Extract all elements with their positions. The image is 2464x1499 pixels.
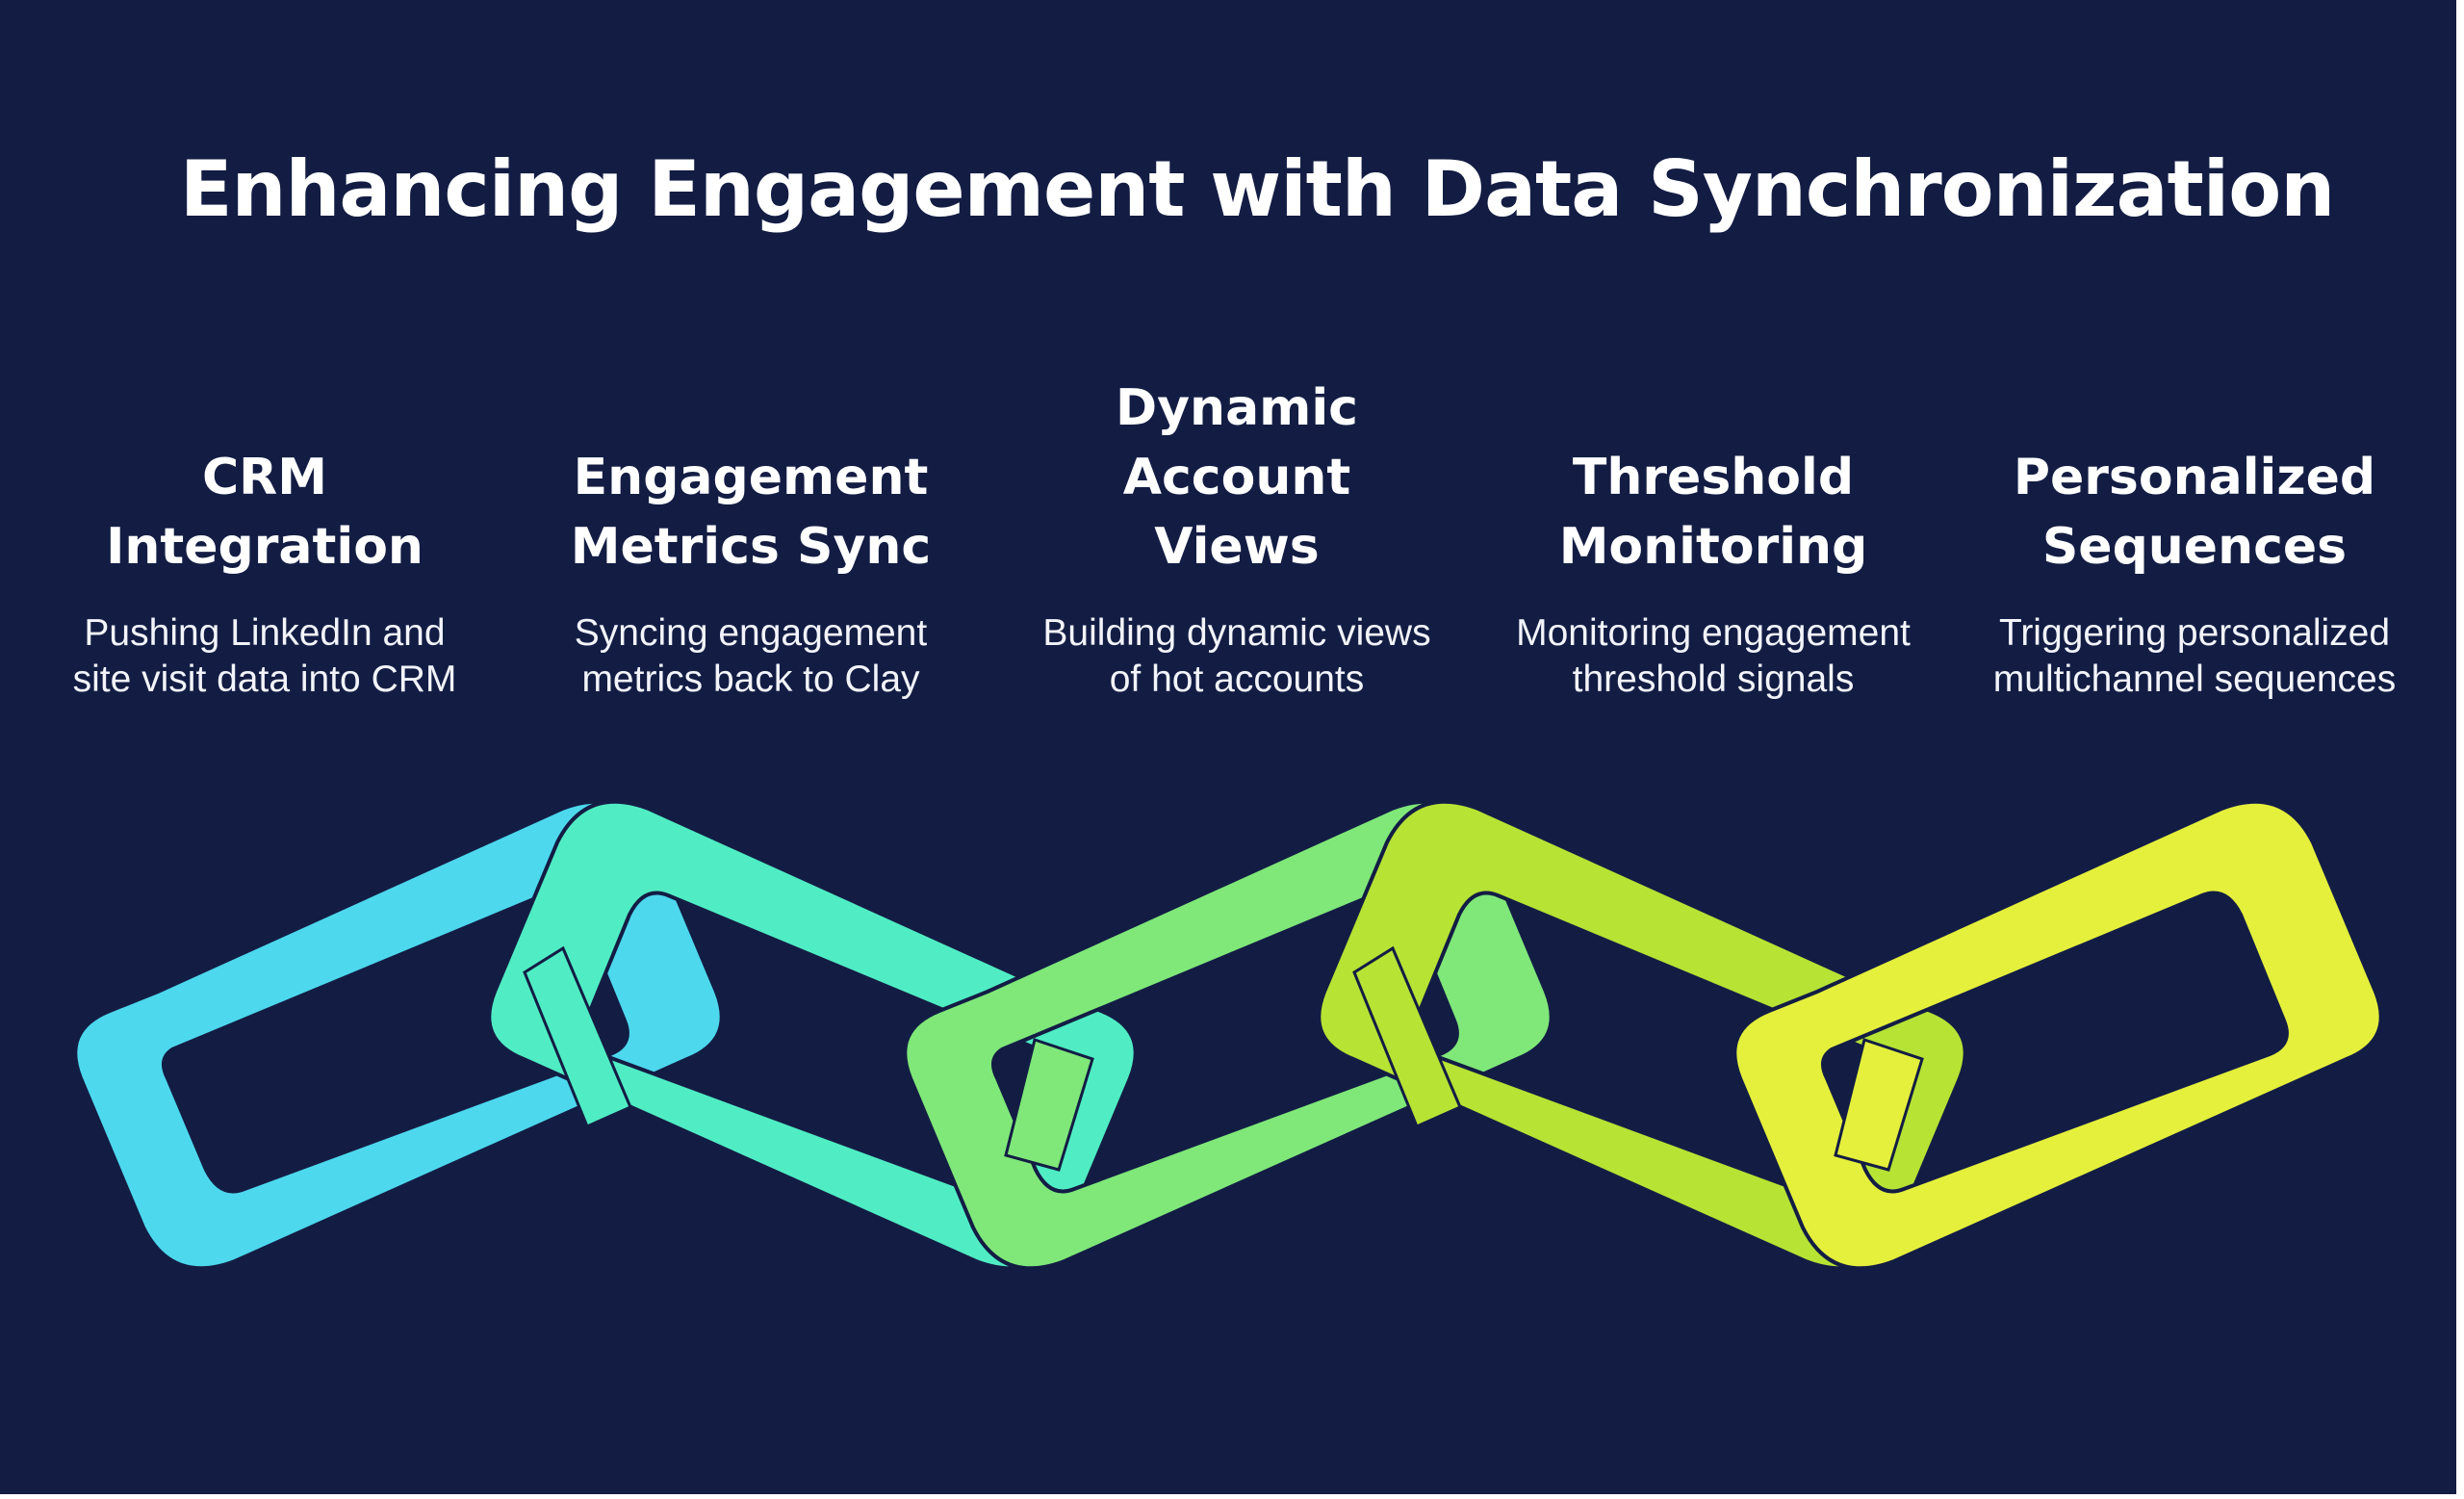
step-heading: Dynamic Account Views [1115,379,1358,576]
chain-overlap-2 [1004,1038,1094,1172]
chain-overlap-3 [1352,945,1462,1128]
step-heading: Engagement Metrics Sync [570,449,932,576]
step-description: Building dynamic views of hot accounts [1042,612,1431,700]
step-engagement-metrics-sync: Engagement Metrics Sync Syncing engageme… [525,318,977,703]
step-threshold-monitoring: Threshold Monitoring Monitoring engageme… [1487,318,1939,703]
step-heading: CRM Integration [106,449,424,576]
chain-link-5 [1732,799,2383,1271]
chain-overlap-4 [1834,1038,1924,1172]
step-dynamic-account-views: Dynamic Account Views Building dynamic v… [1011,318,1463,703]
step-heading: Personalized Sequences [2013,449,2376,576]
step-description: Pushing LinkedIn and site visit data int… [72,612,457,700]
step-crm-integration: CRM Integration Pushing LinkedIn and sit… [38,318,491,703]
step-description: Monitoring engagement threshold signals [1516,612,1911,700]
step-description: Syncing engagement metrics back to Clay [574,612,928,700]
page-title: Enhancing Engagement with Data Synchroni… [179,144,2335,234]
step-description: Triggering personalized multichannel seq… [1992,612,2397,700]
step-heading: Threshold Monitoring [1558,449,1868,576]
chain-overlap-1 [523,945,632,1128]
step-personalized-sequences: Personalized Sequences Triggering person… [1968,318,2421,703]
